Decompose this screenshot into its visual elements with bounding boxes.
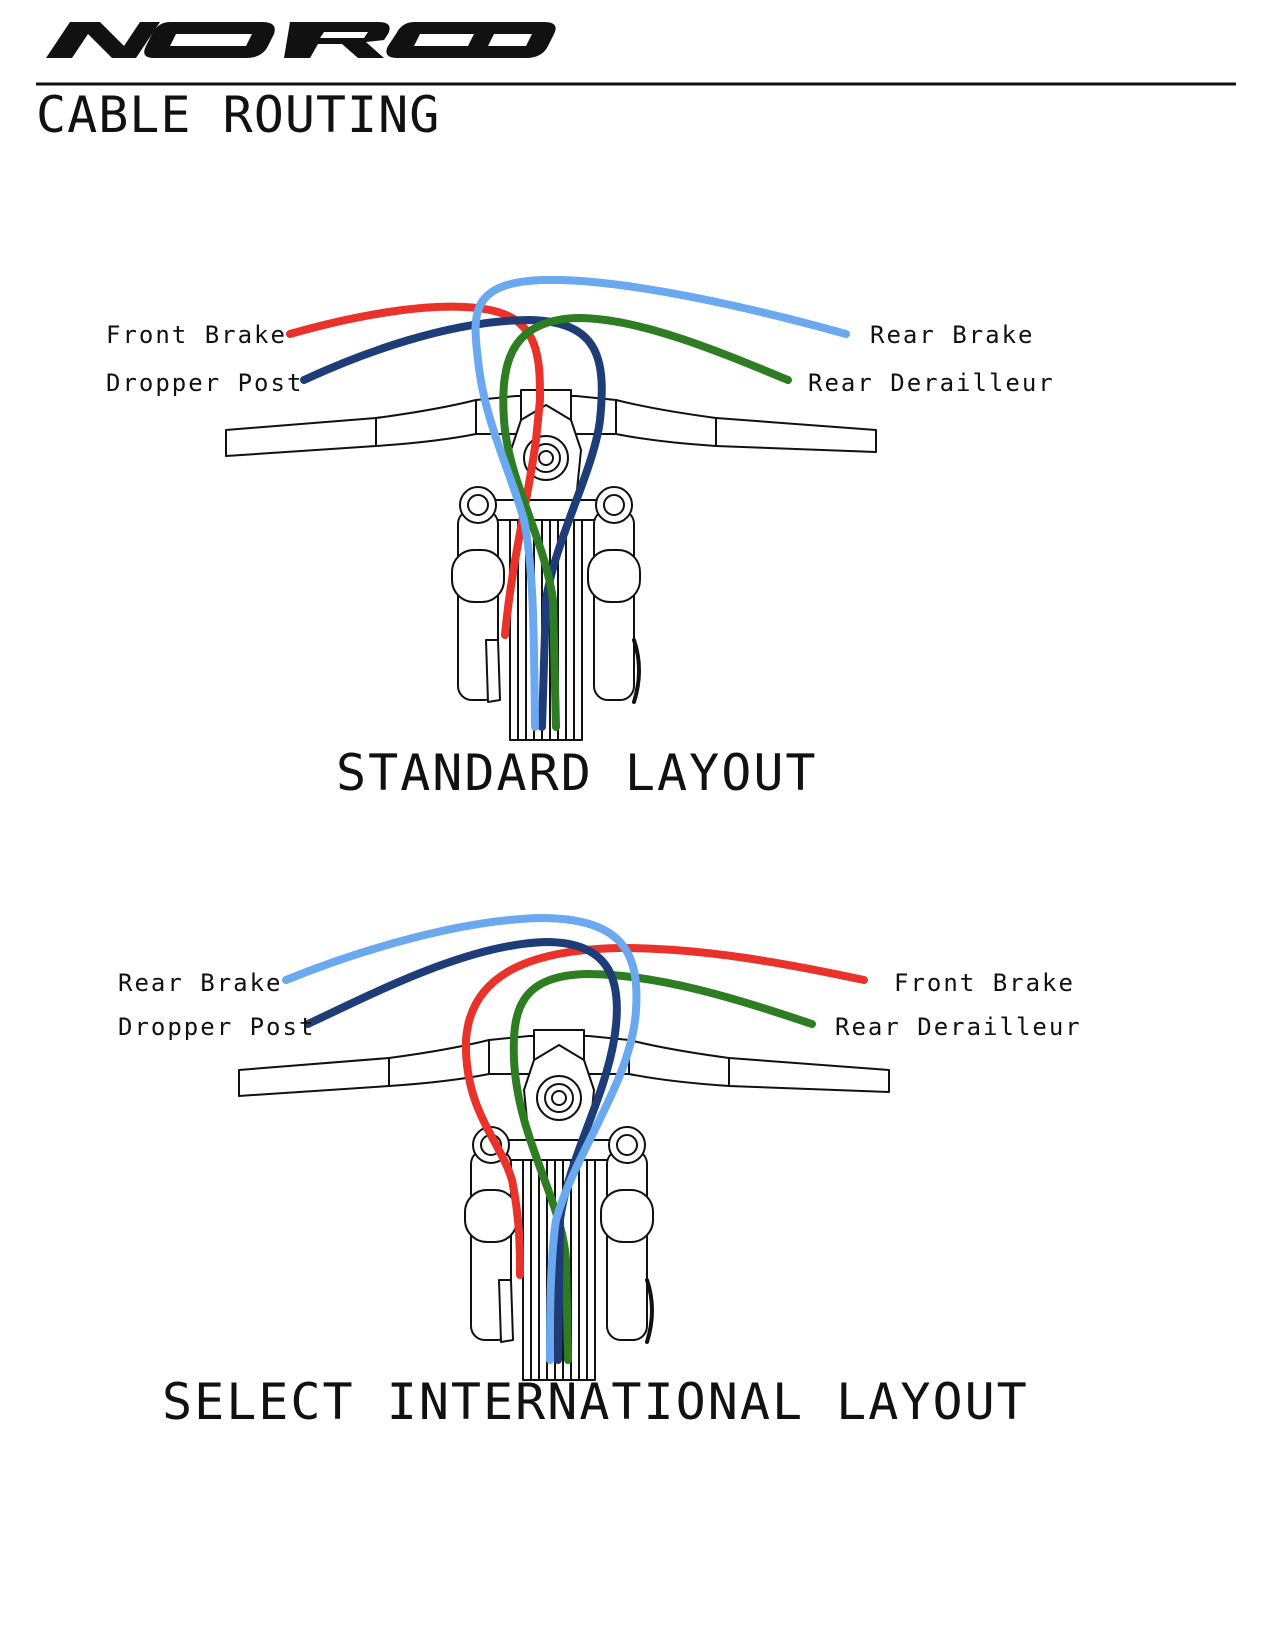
label-rear-derailleur: Rear Derailleur xyxy=(835,1013,1082,1041)
label-front-brake: Front Brake xyxy=(106,321,287,349)
cable-front-brake xyxy=(286,302,544,639)
page-title: CABLE ROUTING xyxy=(36,86,440,144)
cable-rear-derailleur xyxy=(499,314,792,731)
cable-dropper-post xyxy=(300,316,606,731)
cable-rear-brake xyxy=(471,275,850,731)
label-dropper-post: Dropper Post xyxy=(106,369,303,397)
label-dropper-post: Dropper Post xyxy=(118,1013,315,1041)
label-front-brake: Front Brake xyxy=(894,969,1075,997)
cable-front-brake xyxy=(461,944,868,1279)
label-rear-brake: Rear Brake xyxy=(118,969,283,997)
standard-layout-diagram: Front Brake Dropper Post Rear Brake Rear… xyxy=(106,275,1055,802)
label-rear-brake: Rear Brake xyxy=(870,321,1035,349)
label-rear-derailleur: Rear Derailleur xyxy=(808,369,1055,397)
cable-rear-derailleur xyxy=(509,970,816,1364)
standard-layout-caption: STANDARD LAYOUT xyxy=(336,744,818,802)
international-layout-caption: SELECT INTERNATIONAL LAYOUT xyxy=(162,1373,1029,1431)
norco-logo xyxy=(46,22,556,58)
international-layout-diagram: Rear Brake Dropper Post Front Brake Rear… xyxy=(118,914,1082,1431)
cable-rear-brake xyxy=(282,914,641,1364)
cable-dropper-post xyxy=(304,938,621,1364)
